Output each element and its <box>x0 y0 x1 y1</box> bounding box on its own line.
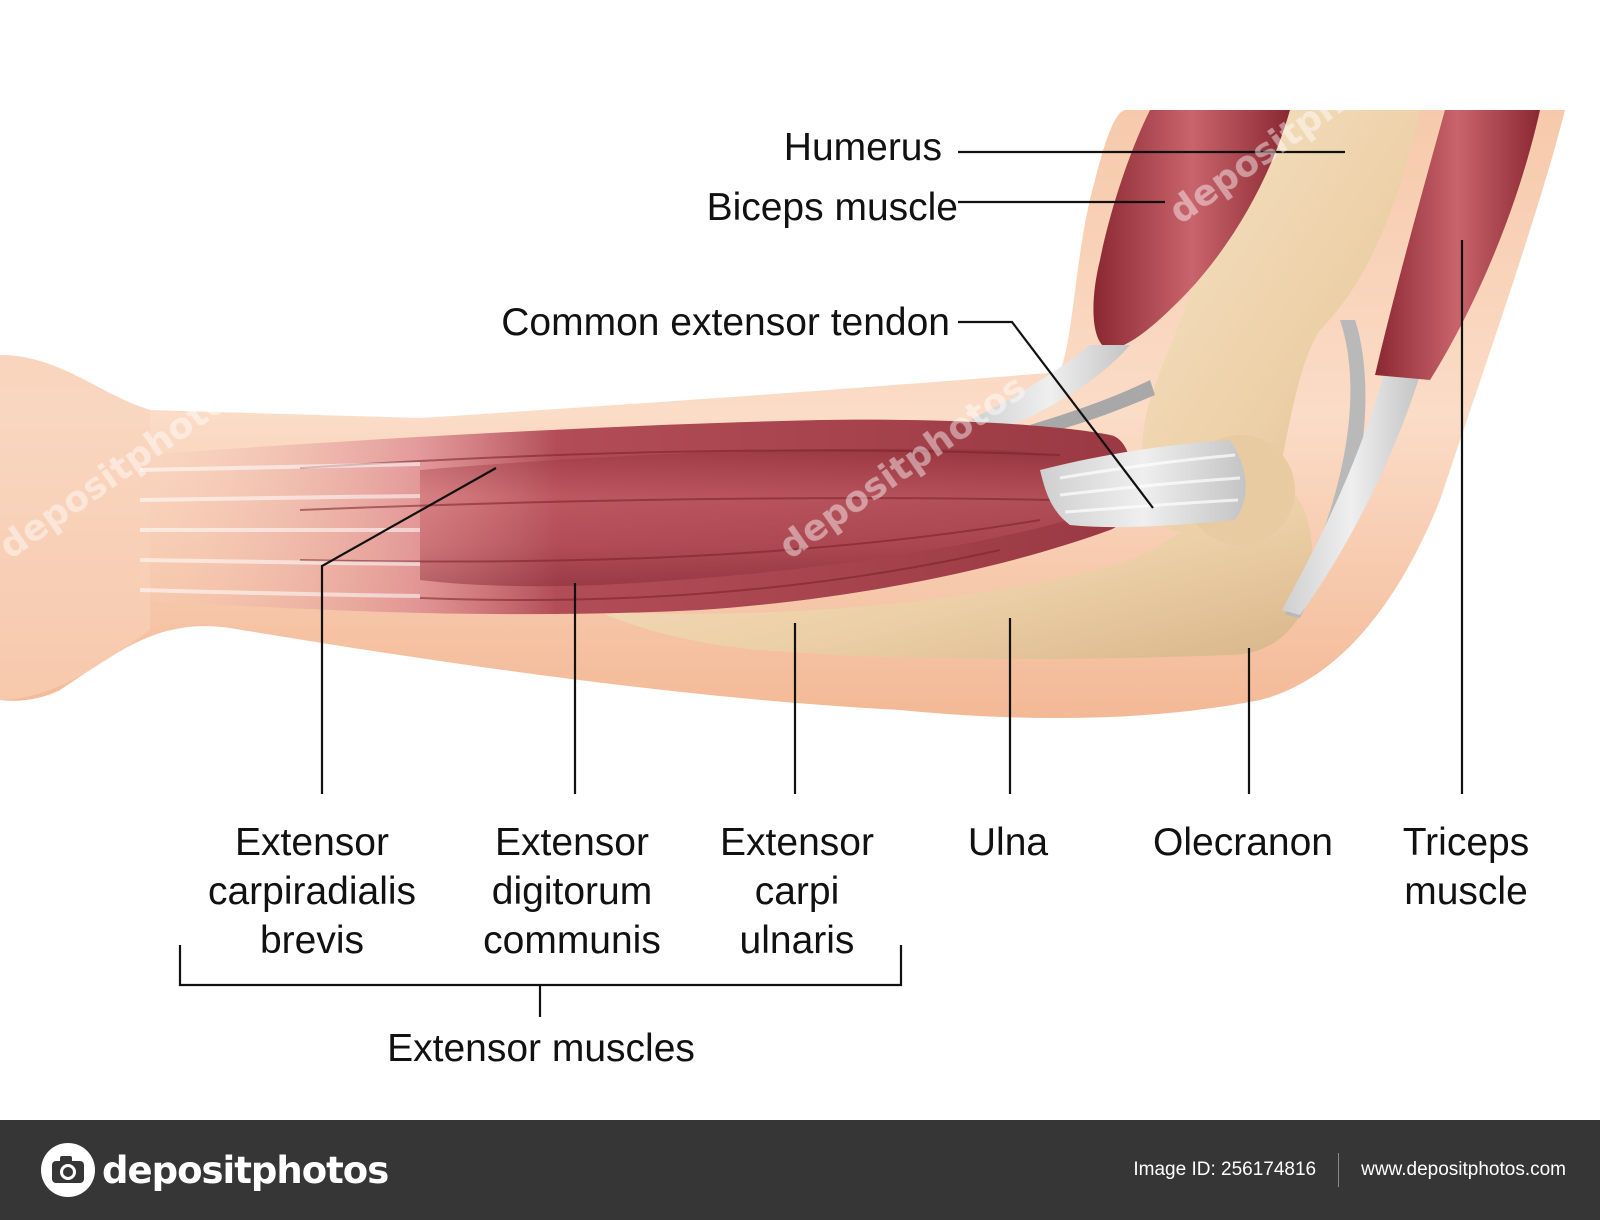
camera-logo-icon <box>41 1143 95 1197</box>
brand[interactable]: depositphotos <box>40 1142 389 1198</box>
triceps-muscle <box>1375 110 1540 380</box>
footer-bar: depositphotos Image ID: 256174816 www.de… <box>0 1120 1600 1220</box>
label-biceps: Biceps muscle <box>706 186 958 229</box>
label-ulna: Ulna <box>967 821 1049 864</box>
label-triceps-muscle: Triceps muscle <box>1402 821 1530 913</box>
label-extensor-carpiradialis-brevis: Extensor carpiradialis brevis <box>207 821 417 962</box>
biceps-muscle <box>1093 110 1290 350</box>
extensor-muscle-shading <box>420 448 1100 587</box>
footer-divider <box>1338 1153 1340 1187</box>
label-extensor-muscles: Extensor muscles <box>387 1027 695 1070</box>
biceps-tendon <box>970 345 1130 430</box>
label-humerus: Humerus <box>783 126 942 169</box>
triceps-tendon <box>1282 370 1420 615</box>
ulna-bone <box>600 480 1313 659</box>
deep-tendon <box>1030 380 1155 435</box>
elbow-anatomy-diagram: depositphotos depositphotos depositphoto… <box>0 110 1565 1070</box>
leader-common-tendon <box>958 320 1154 509</box>
footer-info: Image ID: 256174816 www.depositphotos.co… <box>1133 1153 1566 1187</box>
label-extensor-carpi-ulnaris: Extensor carpi ulnaris <box>720 821 874 962</box>
label-common-extensor-tendon: Common extensor tendon <box>501 301 950 344</box>
label-olecranon: Olecranon <box>1153 821 1333 864</box>
leader-ecrb <box>320 467 497 794</box>
brand-name: depositphotos <box>102 1148 389 1192</box>
site-url[interactable]: www.depositphotos.com <box>1361 1159 1566 1180</box>
label-extensor-digitorum-communis: Extensor digitorum communis <box>483 821 661 962</box>
hand-skin <box>0 355 150 700</box>
leader-lines <box>178 150 1464 1017</box>
illustration: depositphotos depositphotos depositphoto… <box>0 110 1565 1017</box>
humerus-bone <box>1141 110 1420 533</box>
muscle-fibres <box>299 449 1061 602</box>
image-id: Image ID: 256174816 <box>1133 1159 1317 1180</box>
common-extensor-tendon <box>1040 440 1246 528</box>
